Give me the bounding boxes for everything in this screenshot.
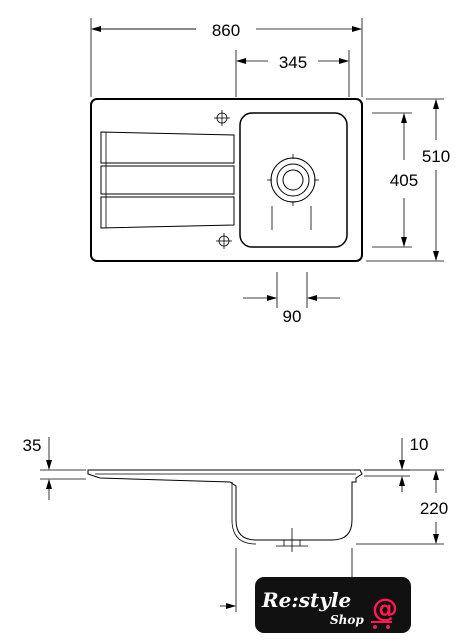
cart-icon xyxy=(371,621,392,629)
restyle-shop-logo[interactable]: Re:style Shop @ xyxy=(255,577,411,633)
dimension-label-510: 510 xyxy=(422,147,450,166)
drain-icon xyxy=(267,154,319,230)
dimension-label-90: 90 xyxy=(283,307,302,326)
logo-main-text: Re:style xyxy=(261,588,351,612)
dimension-label-345: 345 xyxy=(279,53,307,72)
dimension-rim-thickness: 10 xyxy=(364,435,428,492)
dimension-label-220: 220 xyxy=(420,499,448,518)
sink-profile xyxy=(87,469,363,541)
top-view: 860 345 405 xyxy=(90,18,450,326)
logo-sub-text: Shop xyxy=(330,613,364,627)
dimension-label-405: 405 xyxy=(390,171,418,190)
drainer-board xyxy=(100,131,235,229)
dimension-overall-depth: 510 xyxy=(366,98,450,262)
sink-outline xyxy=(90,98,363,262)
dimension-label-860: 860 xyxy=(212,21,240,40)
dimension-bowl-height: 220 xyxy=(356,469,448,545)
tap-hole-marker-icon xyxy=(216,233,232,249)
logo-at-icon: @ xyxy=(372,594,398,624)
side-view: 35 10 220 xyxy=(23,435,448,612)
bowl-outline xyxy=(239,112,348,248)
dimension-rim-height: 35 xyxy=(23,436,86,500)
tap-hole-marker-icon xyxy=(214,110,230,126)
dimension-label-10: 10 xyxy=(410,435,429,454)
dimension-label-35: 35 xyxy=(23,436,42,455)
dimension-bowl-depth: 405 xyxy=(372,112,418,248)
dimension-overall-width: 860 xyxy=(90,18,363,97)
dimension-drain-offset: 90 xyxy=(243,272,340,326)
dimension-bowl-width: 345 xyxy=(235,50,350,97)
